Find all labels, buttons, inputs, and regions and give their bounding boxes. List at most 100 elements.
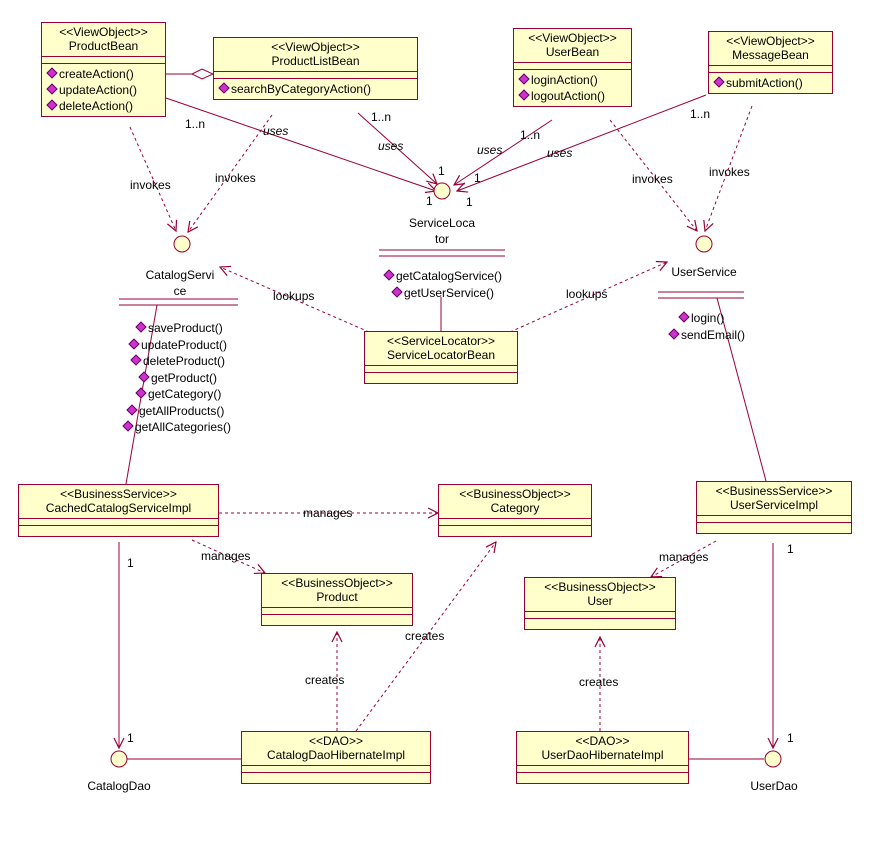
operation-icon xyxy=(383,269,395,281)
attributes-compartment xyxy=(517,766,688,773)
service-locator-name-2: tor xyxy=(435,232,449,246)
operation-icon xyxy=(678,311,690,323)
class-header: <<BusinessObject>> Product xyxy=(262,574,412,608)
operation-icon xyxy=(138,370,150,383)
stereotype: <<BusinessObject>> xyxy=(544,580,656,594)
uses-messagebean-locator xyxy=(457,94,707,191)
class-name: MessageBean xyxy=(732,48,809,62)
class-product-list-bean[interactable]: <<ViewObject>> ProductListBean searchByC… xyxy=(213,37,418,100)
class-user-service-impl[interactable]: <<BusinessService>> UserServiceImpl xyxy=(696,481,852,534)
multiplicity-label: 1 xyxy=(127,731,134,745)
operation: deleteProduct() xyxy=(130,353,239,370)
multiplicity-label: 1 xyxy=(438,164,445,178)
multiplicity-label: 1..n xyxy=(690,107,710,121)
creates-label: creates xyxy=(405,629,444,643)
multiplicity-label: 1 xyxy=(787,731,794,745)
class-service-locator-bean[interactable]: <<ServiceLocator>> ServiceLocatorBean xyxy=(364,331,518,384)
class-name: ProductListBean xyxy=(271,54,360,68)
multiplicity-label: 1 xyxy=(127,556,134,570)
operation-icon xyxy=(135,387,147,399)
operations-compartment xyxy=(19,526,218,536)
operations-compartment: searchByCategoryAction() xyxy=(214,79,417,99)
multiplicity-label: 1..n xyxy=(371,110,391,124)
attributes-compartment xyxy=(697,516,851,523)
class-header: <<ViewObject>> ProductListBean xyxy=(214,38,417,72)
class-header: <<BusinessService>> CachedCatalogService… xyxy=(19,485,218,519)
operations-compartment: loginAction() logoutAction() xyxy=(514,70,631,106)
class-cached-catalog-service-impl[interactable]: <<BusinessService>> CachedCatalogService… xyxy=(18,484,219,537)
manages-product xyxy=(191,539,265,573)
creates-label: creates xyxy=(305,673,344,687)
interface-names: ServiceLoca tor CatalogServi ce UserServ… xyxy=(87,216,798,793)
class-name: UserBean xyxy=(545,45,600,59)
stereotype: <<BusinessObject>> xyxy=(459,487,571,501)
user-service-interface-icon xyxy=(695,235,713,253)
operations-compartment: createAction() updateAction() deleteActi… xyxy=(42,64,165,116)
interface-compartments xyxy=(119,249,744,306)
operations-compartment: submitAction() xyxy=(709,73,832,93)
invokes-label: invokes xyxy=(709,165,750,179)
catalog-service-name-1: CatalogServi xyxy=(146,268,215,282)
lookups-label: lookups xyxy=(273,289,314,303)
operation-icon xyxy=(518,89,530,101)
class-header: <<BusinessObject>> Category xyxy=(439,485,591,519)
service-locator-operations: getCatalogService() getUserService() xyxy=(383,268,502,301)
class-catalog-dao-hibernate-impl[interactable]: <<DAO>> CatalogDaoHibernateImpl xyxy=(241,731,431,784)
uses-productbean-locator xyxy=(165,97,436,191)
class-product-bean[interactable]: <<ViewObject>> ProductBean createAction(… xyxy=(41,22,166,117)
operations-compartment xyxy=(242,773,430,783)
class-header: <<ViewObject>> ProductBean xyxy=(42,23,165,57)
user-service-operations: login() sendEmail() xyxy=(668,310,745,343)
class-name: ServiceLocatorBean xyxy=(386,348,496,362)
uses-userbean-locator xyxy=(454,119,553,185)
catalog-dao-interface-icon xyxy=(110,750,128,768)
catalog-dao-name: CatalogDao xyxy=(87,779,151,793)
operation: deleteAction() xyxy=(46,98,161,114)
operation: getCatalogService() xyxy=(383,268,502,285)
uses-label: uses xyxy=(263,124,288,138)
operation: searchByCategoryAction() xyxy=(218,81,413,97)
operations-compartment xyxy=(439,526,591,536)
connector-labels: uses uses uses uses 1..n 1..n 1..n 1..n … xyxy=(127,107,794,745)
operations-compartment xyxy=(697,523,851,533)
operations-compartment xyxy=(365,373,517,383)
class-header: <<ViewObject>> MessageBean xyxy=(709,32,832,66)
stereotype: <<ViewObject>> xyxy=(528,31,617,45)
stereotype: <<BusinessService>> xyxy=(60,487,177,501)
class-product[interactable]: <<BusinessObject>> Product xyxy=(261,573,413,626)
class-category[interactable]: <<BusinessObject>> Category xyxy=(438,484,592,537)
multiplicity-label: 1 xyxy=(466,195,473,209)
catalog-service-interface-icon xyxy=(173,235,191,253)
operation: saveProduct() xyxy=(135,320,244,337)
class-user[interactable]: <<BusinessObject>> User xyxy=(524,577,676,630)
operation: submitAction() xyxy=(713,75,828,91)
operation-icon xyxy=(128,337,140,350)
uses-label: uses xyxy=(547,146,572,160)
class-name: Product xyxy=(316,590,358,604)
operation: getProduct() xyxy=(138,370,247,387)
class-header: <<BusinessObject>> User xyxy=(525,578,675,612)
operation-icon xyxy=(130,354,142,366)
operation-icon xyxy=(391,285,403,298)
class-message-bean[interactable]: <<ViewObject>> MessageBean submitAction(… xyxy=(708,31,833,94)
class-name: ProductBean xyxy=(68,39,139,53)
operation-icon xyxy=(46,67,58,79)
operation-icon xyxy=(518,73,530,85)
class-user-dao-hibernate-impl[interactable]: <<DAO>> UserDaoHibernateImpl xyxy=(516,731,689,784)
attributes-compartment xyxy=(42,57,165,64)
multiplicity-label: 1 xyxy=(426,194,433,208)
operation: logoutAction() xyxy=(518,88,627,104)
invokes-productbean-catalogservice xyxy=(129,126,176,231)
uses-productlistbean-locator xyxy=(357,112,437,184)
invokes-productlistbean-catalogservice xyxy=(188,114,273,232)
class-header: <<DAO>> UserDaoHibernateImpl xyxy=(517,732,688,766)
operation-icon xyxy=(713,76,725,88)
invokes-messagebean-userservice xyxy=(705,105,753,231)
stereotype: <<ViewObject>> xyxy=(726,34,815,48)
operation: getCategory() xyxy=(135,386,244,403)
attributes-compartment xyxy=(709,66,832,73)
attributes-compartment xyxy=(262,608,412,615)
class-user-bean[interactable]: <<ViewObject>> UserBean loginAction() lo… xyxy=(513,28,632,107)
stereotype: <<DAO>> xyxy=(308,734,364,748)
